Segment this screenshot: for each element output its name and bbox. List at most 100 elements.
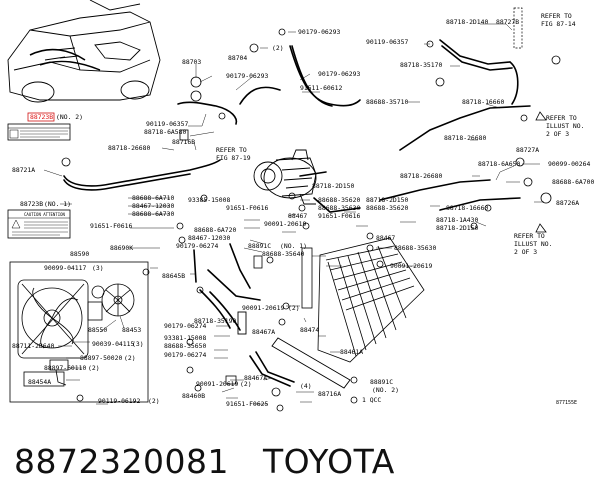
warning-label-no1: CAUTION ATTENTION [7, 209, 71, 239]
label-88690k: 88690K [110, 244, 133, 252]
label-count-2-d: (2) [288, 304, 300, 312]
label-88716b: 88716B [172, 138, 195, 146]
warning-label-no2 [7, 123, 71, 141]
label-no1: (NO. 1) [44, 200, 71, 208]
label-88718-2d150: 88718-2D150 [312, 182, 354, 190]
label-88718-2d150-c: 88718-2D150 [436, 224, 478, 232]
label-91651-f0616-c: 91651-F0616 [318, 212, 360, 220]
refer-boxes [513, 7, 523, 49]
label-88688-35650: 88688-35650 [164, 342, 206, 350]
label-88688-35710: 88688-35710 [366, 98, 408, 106]
label-88721a: 88721A [12, 166, 35, 174]
label-88467-12030-b: 88467-12030 [188, 234, 230, 242]
highlight-box [27, 112, 55, 122]
label-no1-b: (NO. 1) [280, 242, 307, 250]
label-count-4: (4) [300, 382, 312, 390]
label-90179-06274-c: 90179-06274 [164, 351, 206, 359]
label-count-2-e: (2) [240, 380, 252, 388]
label-90179-06293-c: 90179-06293 [318, 70, 360, 78]
label-88688-6a720: 88688-6A720 [194, 226, 236, 234]
refer-illust-a-line3: 2 OF 3 [546, 130, 569, 138]
label-88891c: 88891C [248, 242, 271, 250]
label-no2-b: (NO. 2) [372, 386, 399, 394]
label-90091-20619-d: 90091-20619 [196, 380, 238, 388]
label-88897-60110: 88897-60110 [44, 364, 86, 372]
label-88716a: 88716A [318, 390, 341, 398]
refer-illust-a-line1: REFER TO [546, 114, 577, 122]
receiver-bar [237, 311, 351, 389]
refer-illust-b-line2: ILLUST NO. [514, 240, 552, 248]
fan-assembly [9, 261, 149, 403]
label-88891c-b: 88891C [370, 378, 393, 386]
label-88727a: 88727A [516, 146, 539, 154]
refer-fig-87-19-line2: FIG 87-19 [216, 154, 251, 162]
label-count-3-b: (3) [132, 340, 144, 348]
label-88467: 88467 [288, 212, 307, 220]
label-88688-35620: 88688-35620 [318, 196, 360, 204]
label-88711-2b640: 88711-2B640 [12, 342, 54, 350]
vehicle-sketch [7, 0, 161, 103]
label-88703: 88703 [182, 58, 201, 66]
label-90119-06357-b: 90119-06357 [146, 120, 188, 128]
label-88727b: 88727B [496, 18, 519, 26]
label-88726a: 88726A [556, 199, 579, 207]
label-88550: 88550 [88, 326, 107, 334]
part-labels: 90179-06293 90119-06357 88718-2D140 8872… [12, 12, 594, 408]
refer-fig-87-14-line1: REFER TO [541, 12, 572, 20]
label-93385-15008: 93385-15008 [188, 196, 230, 204]
label-count-2-f: (2) [148, 397, 160, 405]
label-91651-f0625: 91651-F0625 [226, 400, 268, 408]
label-88645b: 88645B [162, 272, 185, 280]
label-88461a: 88461A [340, 348, 363, 356]
compressor [253, 149, 317, 205]
label-88454a: 88454A [28, 378, 51, 386]
label-90091-20619: 90091-20619 [264, 220, 306, 228]
refer-illust-b-line3: 2 OF 3 [514, 248, 537, 256]
label-88718-1a430: 88718-1A430 [436, 216, 478, 224]
label-90179-06274: 90179-06274 [176, 242, 218, 250]
label-88718-26680-c: 88718-26680 [400, 172, 442, 180]
label-88718-26680: 88718-26680 [108, 144, 150, 152]
refer-illust-b-line1: REFER TO [514, 232, 545, 240]
warning-title: CAUTION ATTENTION [24, 212, 66, 217]
label-88718-2d150-b: 88718-2D150 [366, 196, 408, 204]
label-88723b: 88723B [20, 200, 43, 208]
label-88688-6a710: 88688-6A710 [132, 194, 174, 202]
label-88688-35630-b: 88688-35630 [394, 244, 436, 252]
label-88718-35170: 88718-35170 [400, 61, 442, 69]
label-88467a: 88467A [252, 328, 275, 336]
label-88897-50020: 88897-50020 [80, 354, 122, 362]
label-90179-06293-b: 90179-06293 [226, 72, 268, 80]
label-90099-04117: 90099-04117 [44, 264, 86, 272]
label-count-2-b: (2) [124, 354, 136, 362]
label-88467-12030: 88467-12030 [132, 202, 174, 210]
label-90119-06192: 90119-06192 [98, 397, 140, 405]
label-note-qcc: 1 QCC [362, 396, 381, 404]
label-90091-20619-b: 90091-20619 [390, 262, 432, 270]
label-88688-35620-b: 88688-35620 [366, 204, 408, 212]
label-90039-04115: 90039-04115 [92, 340, 134, 348]
label-88688-35640: 88688-35640 [262, 250, 304, 258]
label-count-2: (2) [272, 44, 284, 52]
label-88718-26680-b: 88718-26680 [444, 134, 486, 142]
label-88718-16660: 88718-16660 [462, 98, 504, 106]
label-88718-6a580: 88718-6A580 [144, 128, 186, 136]
label-88704: 88704 [228, 54, 247, 62]
label-88467-b: 88467 [376, 234, 395, 242]
label-88688-6a700: 88688-6A700 [552, 178, 594, 186]
label-90091-20619-c: 90091-20619 [242, 304, 284, 312]
label-91651-f0616: 91651-F0616 [226, 204, 268, 212]
label-88453: 88453 [122, 326, 141, 334]
label-90179-06293: 90179-06293 [298, 28, 340, 36]
label-88718-2d140: 88718-2D140 [446, 18, 488, 26]
label-count-2-c: (2) [88, 364, 100, 372]
label-88460b: 88460B [182, 392, 205, 400]
label-91511-60612: 91511-60612 [300, 84, 342, 92]
leader-lines [43, 23, 544, 405]
label-90179-06274-b: 90179-06274 [164, 322, 206, 330]
refer-illust-a-line2: ILLUST NO. [546, 122, 584, 130]
label-90099-00264: 90099-00264 [548, 160, 590, 168]
refer-fig-87-14-line2: FIG 87-14 [541, 20, 576, 28]
label-88688-6a730: 88688-6A730 [132, 210, 174, 218]
